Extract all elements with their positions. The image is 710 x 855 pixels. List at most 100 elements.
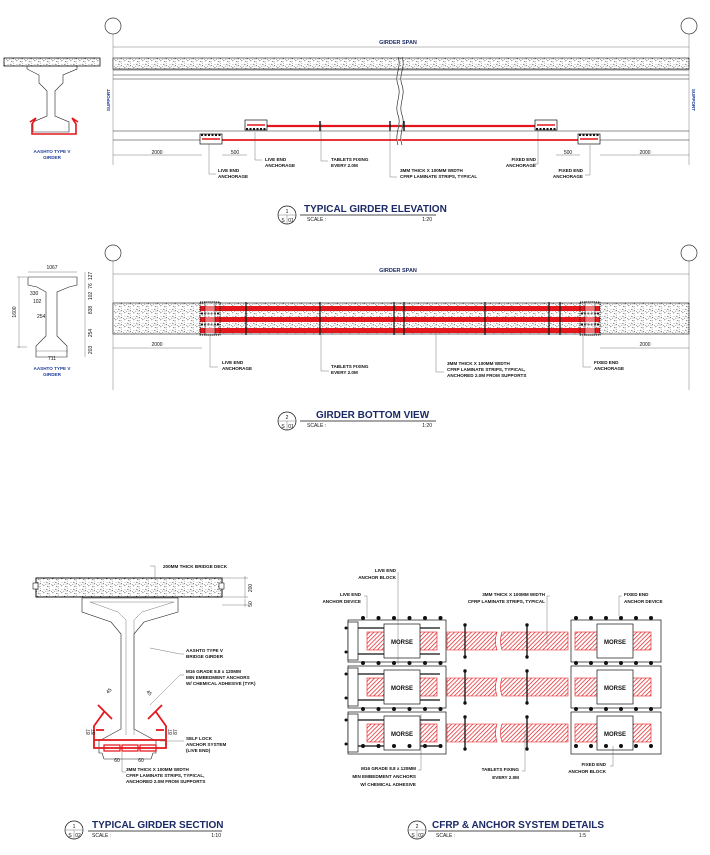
girder-span-label: GIRDER SPAN (379, 268, 417, 274)
anchor-details-labels-anchors-2: W/ CHEMICAL ADHESIVE (360, 782, 416, 787)
bottom-view-section-label-1: GIRDER (43, 372, 62, 377)
cfrp-strip (200, 317, 600, 322)
dim-2000-right: 2000 (639, 150, 650, 156)
bolt (201, 134, 203, 136)
anchor-details-labels-anchors-0: M16 GRADE 8.8 x 120MM (361, 766, 416, 771)
elevation-callouts: LIVE END ANCHORAGE LIVE END ANCHORAGE TA… (208, 123, 591, 179)
live-end-anchor-block (383, 623, 421, 659)
tablet-bolt (463, 715, 467, 719)
m16-anchor-bolt (423, 616, 427, 620)
anchor-details-labels-cfrp-1: CFRP LAMINATE STRIPS, TYPICAL (468, 599, 545, 604)
bolt (246, 128, 248, 130)
tablet-bolt (525, 623, 529, 627)
elevation-dimensions: 2000 500 500 2000 (113, 150, 689, 156)
m16-anchor-bolt (392, 616, 396, 620)
bolt (582, 134, 585, 136)
fixed-end-anchor-device (570, 711, 662, 755)
m16-anchor-bolt (634, 661, 638, 665)
bottom-view-section-dims-d254b: 254 (37, 314, 46, 320)
support-label-right: SUPPORT (691, 89, 696, 111)
section-scale-label: SCALE : (92, 833, 111, 839)
m16-anchor-bolt (574, 707, 578, 711)
anchor-bolt (344, 626, 348, 630)
anchor-bolt (344, 718, 348, 722)
grid-bubble-right (680, 17, 698, 35)
m16-anchor-bolt (392, 744, 396, 748)
tablet-bolt (525, 715, 529, 719)
cfrp-strip (200, 328, 600, 333)
bottom-view-labels-cfrp-0: 3MM THICK X 100MM WIDTH (447, 361, 510, 366)
m16-anchor-bolt (619, 661, 623, 665)
bolt (596, 312, 600, 315)
break-line (396, 56, 404, 146)
anchor-details-labels-live-block-1: ANCHOR BLOCK (358, 575, 396, 580)
bottom-view-section-dims-d102b: 102 (33, 299, 42, 305)
bolt (200, 323, 204, 326)
fixed-end-anchor-block (596, 623, 634, 659)
morse-logo: MORSE (604, 686, 626, 692)
tablet-bolt (463, 655, 467, 659)
bottom-view-sheet-no: 01 (288, 424, 294, 430)
anchor-details-labels-live-device-1: ANCHOR DEVICE (322, 599, 361, 604)
m16-anchor-bolt (438, 707, 443, 711)
bolt (590, 312, 593, 315)
bottom-view-labels-tablets-1: EVERY 2.0M (331, 370, 358, 375)
bolt (586, 134, 588, 136)
drawing-title: GIRDER BOTTOM VIEW (316, 410, 430, 421)
section-labels-anchors-1: MIN EMBEDMENT ANCHORS (186, 675, 250, 680)
aashto-section-dimensioned: 1067 1600 711 127 76 102 838 254 203 330… (12, 265, 94, 377)
section-labels-anchors-0: M16 GRADE 8.8 x 120MM (186, 669, 241, 674)
anchor-block (204, 301, 216, 336)
bolt (216, 312, 220, 315)
bolt (536, 128, 538, 130)
bolt (210, 323, 213, 326)
section-label-line1: AASHTO TYPE V (34, 149, 72, 154)
typical-girder-elevation: AASHTO TYPE V GIRDER GIRDER SPAN SUPPORT… (3, 17, 698, 225)
cfrp-strip (446, 677, 498, 697)
m16-anchor-bolt (649, 707, 653, 711)
section-dims-haunch: 50 (248, 601, 254, 607)
m16-anchor-bolt (649, 616, 653, 620)
elevation-labels-fixed-end-upper-0: FIXED END (511, 157, 536, 162)
elevation-labels-live-end-upper-1: ANCHORAGE (265, 163, 295, 168)
section-sheet-no: 02 (75, 833, 81, 839)
bottom-view-scale: 1:20 (422, 423, 432, 429)
m16-anchor-bolt (423, 744, 427, 748)
elevation-labels-cfrp-1: CFRP LAMINATE STRIPS, TYPICAL (400, 174, 477, 179)
anchor-details-labels-fixed-device-0: FIXED END (624, 592, 649, 597)
elevation-labels-tablets-1: EVERY 2.0M (331, 163, 358, 168)
bolt (593, 134, 595, 136)
bolt (550, 128, 552, 130)
elevation-labels-fixed-end-lower-1: ANCHORAGE (553, 174, 583, 179)
bolt (539, 128, 542, 130)
live-end-anchor-block (383, 669, 421, 705)
bottom-view-dims-1: 2000 (639, 342, 650, 348)
bottom-view-labels-cfrp-1: CFRP LAMINATE STRIPS, TYPICAL, (447, 367, 525, 372)
grid-bubble-left (104, 17, 122, 35)
m16-anchor-bolt (634, 616, 638, 620)
m16-anchor-bolt (589, 707, 593, 711)
section-dims-b3: 87 (168, 729, 174, 735)
m16-anchor-bolt (361, 661, 365, 665)
drawing-title: TYPICAL GIRDER ELEVATION (304, 204, 447, 215)
anchor-bolt (344, 742, 348, 746)
title-block-4: 2 S 02 CFRP & ANCHOR SYSTEM DETAILS SCAL… (407, 820, 604, 840)
anchor-details-number: 2 (416, 824, 419, 830)
section-labels-girder-1: BRIDGE GIRDER (186, 654, 224, 659)
section-number: 1 (73, 824, 76, 830)
title-block-3: 1 S 02 TYPICAL GIRDER SECTION SCALE : 1:… (64, 820, 224, 840)
m16-anchor-bolt (604, 616, 608, 620)
m16-anchor-bolt (604, 707, 608, 711)
m16-anchor-bolt (361, 616, 365, 620)
m16-anchor-bolt (438, 661, 443, 665)
tablet-bolt (525, 747, 529, 751)
bottom-view-section-dims-d127: 127 (88, 272, 94, 281)
anchor-bolt (344, 696, 348, 700)
bottom-view-sheet: S (281, 424, 285, 430)
fixed-end-anchorage (534, 119, 558, 131)
bolt (253, 128, 255, 130)
support-label-left: SUPPORT (106, 89, 111, 111)
elevation-scale-label: SCALE : (307, 217, 326, 223)
cfrp-strip (200, 306, 600, 311)
